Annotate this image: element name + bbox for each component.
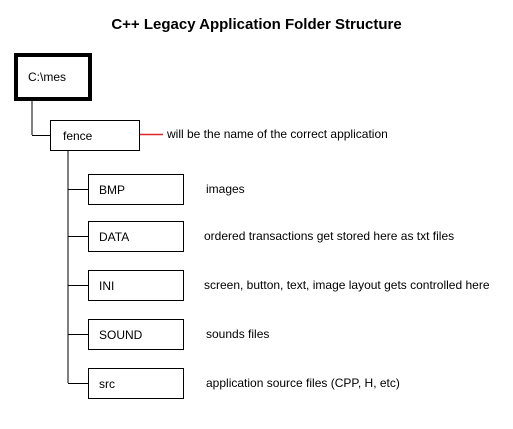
root-folder-box: C:\mes [14, 53, 92, 101]
folder-box-data: DATA [88, 221, 184, 252]
folder-note-bmp: images [206, 182, 245, 196]
folder-note-ini: screen, button, text, image layout gets … [204, 278, 490, 292]
folder-label-data: DATA [99, 229, 130, 244]
folder-label-src: src [99, 376, 115, 391]
folder-note-sound: sounds files [206, 327, 270, 341]
app-folder-note: will be the name of the correct applicat… [167, 127, 388, 141]
folder-note-src: application source files (CPP, H, etc) [206, 376, 400, 390]
folder-label-sound: SOUND [99, 327, 143, 342]
folder-label-bmp: BMP [99, 182, 126, 197]
folder-box-sound: SOUND [88, 319, 184, 350]
folder-note-data: ordered transactions get stored here as … [204, 229, 455, 243]
app-folder-box: fence [50, 120, 140, 151]
root-folder-label: C:\mes [28, 70, 67, 84]
folder-box-ini: INI [88, 270, 184, 301]
app-folder-label: fence [63, 128, 93, 143]
folder-box-src: src [88, 368, 184, 399]
folder-box-bmp: BMP [88, 174, 184, 205]
diagram-title: C++ Legacy Application Folder Structure [111, 16, 402, 33]
folder-label-ini: INI [99, 278, 115, 293]
